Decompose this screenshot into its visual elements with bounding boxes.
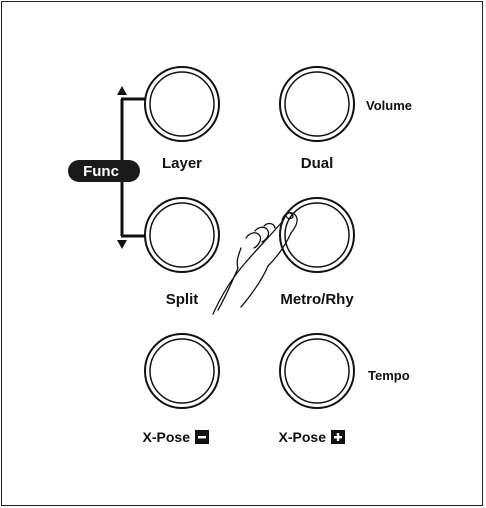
func-badge: Func <box>68 160 140 182</box>
metro-rhy-label: Metro/Rhy <box>280 291 354 308</box>
xpose-minus-button[interactable] <box>144 333 220 409</box>
split-label: Split <box>166 291 199 308</box>
minus-box-icon <box>195 430 209 444</box>
dual-label: Dual <box>301 155 334 172</box>
split-button[interactable] <box>144 197 220 273</box>
layer-label: Layer <box>162 155 202 172</box>
up-triangle-icon <box>117 86 127 95</box>
layer-button[interactable] <box>144 66 220 142</box>
volume-label: Volume <box>366 98 412 113</box>
tempo-label: Tempo <box>368 368 410 383</box>
dual-button[interactable] <box>279 66 355 142</box>
func-badge-label: Func <box>83 163 119 180</box>
plus-box-icon <box>331 430 345 444</box>
xpose-plus-label: X-Pose <box>279 429 327 445</box>
pointing-hand-icon <box>212 212 298 315</box>
xpose-minus-label: X-Pose <box>143 429 191 445</box>
down-triangle-icon <box>117 240 127 249</box>
xpose-plus-button[interactable] <box>279 333 355 409</box>
metro-rhy-button[interactable] <box>279 197 355 273</box>
